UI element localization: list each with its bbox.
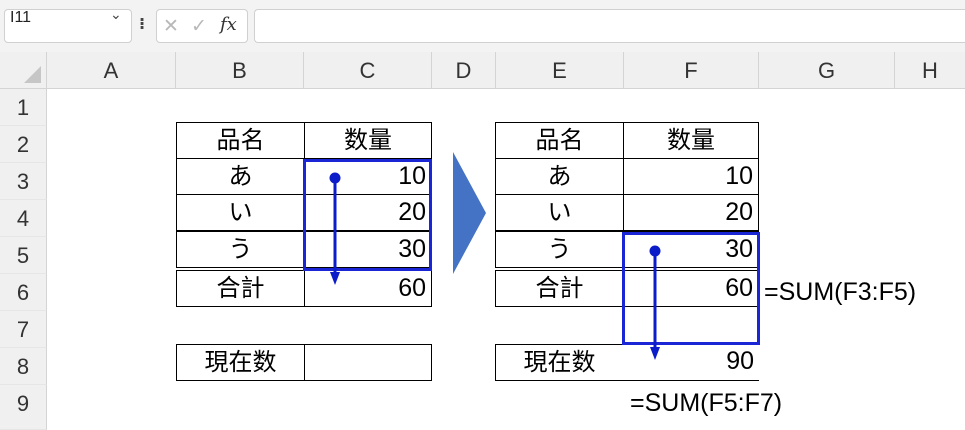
right-item-cell[interactable]: う: [495, 231, 624, 268]
left-qty-cell[interactable]: 10: [304, 158, 432, 195]
right-total-label[interactable]: 合計: [495, 270, 624, 307]
right-qty-cell[interactable]: 30: [623, 231, 759, 268]
left-current-label[interactable]: 現在数: [176, 344, 305, 381]
current-formula-annotation: =SUM(F5:F7): [630, 389, 783, 417]
left-item-cell[interactable]: う: [176, 231, 305, 268]
more-options-icon[interactable]: ⁝: [139, 14, 146, 33]
column-header-f[interactable]: F: [624, 52, 759, 89]
left-qty-cell[interactable]: 20: [304, 194, 432, 231]
formula-buttons: ✕ ✓ fx: [156, 9, 248, 43]
right-range-highlight: [622, 232, 760, 345]
left-header-qty[interactable]: 数量: [304, 122, 432, 159]
row-header-1[interactable]: 1: [0, 89, 47, 126]
row-header-8[interactable]: 8: [0, 348, 47, 385]
row-header-6[interactable]: 6: [0, 274, 47, 311]
left-item-cell[interactable]: あ: [176, 158, 305, 195]
right-qty-cell[interactable]: 20: [623, 194, 759, 231]
insert-function-icon[interactable]: fx: [220, 14, 237, 35]
column-header-e[interactable]: E: [496, 52, 624, 89]
right-qty-cell[interactable]: 10: [623, 158, 759, 195]
formula-input[interactable]: [254, 9, 965, 43]
enter-icon[interactable]: ✓: [191, 15, 207, 37]
chevron-down-icon[interactable]: ⌄: [110, 7, 122, 23]
right-current-value[interactable]: 90: [623, 344, 759, 381]
total-formula-annotation: =SUM(F3:F5): [764, 278, 917, 306]
row-header-9[interactable]: 9: [0, 385, 47, 430]
column-header-b[interactable]: B: [176, 52, 304, 89]
right-current-label[interactable]: 現在数: [495, 344, 624, 381]
row-header-5[interactable]: 5: [0, 237, 47, 274]
right-item-cell[interactable]: い: [495, 194, 624, 231]
row-header-3[interactable]: 3: [0, 163, 47, 200]
right-header-qty[interactable]: 数量: [623, 122, 759, 159]
cancel-icon[interactable]: ✕: [163, 15, 179, 37]
left-header-item[interactable]: 品名: [176, 122, 305, 159]
left-total-label[interactable]: 合計: [176, 270, 305, 307]
right-item-cell[interactable]: あ: [495, 158, 624, 195]
row-header-4[interactable]: 4: [0, 200, 47, 237]
next-arrow-icon: [453, 152, 486, 274]
select-all-triangle-icon: [24, 66, 41, 83]
right-total-value[interactable]: 60: [623, 270, 759, 307]
left-current-value[interactable]: [304, 344, 432, 381]
column-header-d[interactable]: D: [432, 52, 496, 89]
left-qty-cell[interactable]: 30: [304, 231, 432, 268]
right-header-item[interactable]: 品名: [495, 122, 624, 159]
row-header-7[interactable]: 7: [0, 311, 47, 348]
name-box-value: I11: [10, 9, 32, 26]
name-box[interactable]: [4, 9, 132, 43]
column-header-h[interactable]: H: [895, 52, 965, 89]
left-item-cell[interactable]: い: [176, 194, 305, 231]
row-header-2[interactable]: 2: [0, 126, 47, 163]
left-total-value[interactable]: 60: [304, 270, 432, 307]
column-header-g[interactable]: G: [759, 52, 895, 89]
column-header-a[interactable]: A: [47, 52, 176, 89]
left-range-highlight: [303, 159, 432, 271]
column-header-c[interactable]: C: [304, 52, 432, 89]
